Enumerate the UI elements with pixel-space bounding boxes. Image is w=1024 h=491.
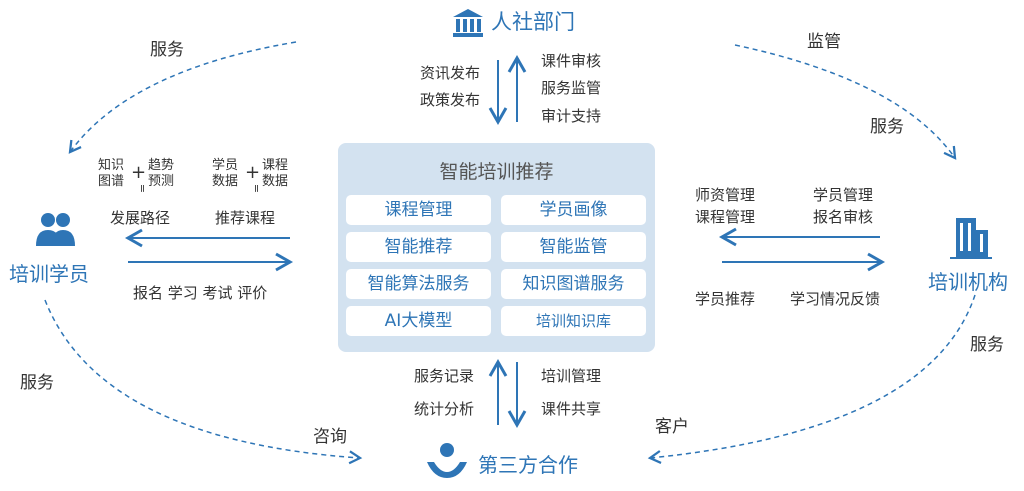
arc-label: 监管 [807, 32, 841, 52]
dashed-arc [647, 294, 976, 464]
gov-down-item: 资讯发布 [420, 64, 481, 82]
student-actions: 报名 学习 考试 评价 [133, 284, 268, 302]
building-icon [948, 214, 994, 264]
arc-label: 咨询 [313, 427, 347, 447]
formula-result: 推荐课程 [215, 209, 276, 227]
formula-term: 课程 数据 [262, 158, 289, 189]
formula-term: 学员 数据 [212, 158, 239, 189]
gov-down-item: 政策发布 [420, 91, 481, 109]
government-building-icon [452, 8, 484, 42]
dashed-arc [44, 299, 363, 465]
plus-sign: + [131, 162, 147, 183]
center-panel: 智能培训推荐 课程管理 学员画像 智能推荐 智能监管 智能算法服务 知识图谱服务… [338, 143, 655, 352]
module-knowledge-base: 培训知识库 [501, 306, 646, 336]
dashed-arc [68, 41, 297, 154]
node-gov-label: 人社部门 [491, 10, 575, 34]
equals-sign: = [250, 183, 264, 194]
node-student-label: 培训学员 [9, 262, 89, 286]
institution-item: 课程管理 [695, 208, 756, 226]
module-smart-supervision: 智能监管 [501, 232, 646, 262]
institution-feedback: 学员推荐 [695, 290, 756, 308]
formula-result: 发展路径 [110, 209, 171, 227]
gov-up-item: 课件审核 [541, 52, 602, 70]
arc-label: 服务 [150, 40, 184, 60]
node-institution-label: 培训机构 [928, 270, 1008, 294]
node-third-party-label: 第三方合作 [478, 453, 578, 477]
arc-label: 客户 [655, 417, 689, 437]
third-down-item: 培训管理 [541, 367, 602, 385]
module-ai-model: AI大模型 [346, 306, 491, 336]
institution-feedback: 学习情况反馈 [790, 290, 881, 308]
users-icon [34, 210, 76, 252]
handshake-icon [424, 440, 470, 484]
third-down-item: 课件共享 [541, 400, 602, 418]
plus-sign: + [245, 162, 261, 183]
gov-up-item: 审计支持 [541, 107, 602, 125]
institution-item: 师资管理 [695, 186, 756, 204]
module-knowledge-graph: 知识图谱服务 [501, 269, 646, 299]
third-up-item: 统计分析 [414, 400, 475, 418]
module-student-profile: 学员画像 [501, 195, 646, 225]
institution-item: 报名审核 [813, 208, 874, 226]
third-up-item: 服务记录 [414, 367, 475, 385]
module-course-management: 课程管理 [346, 195, 491, 225]
module-smart-recommend: 智能推荐 [346, 232, 491, 262]
formula-term: 知识 图谱 [98, 158, 125, 189]
formula-term: 趋势 预测 [148, 158, 175, 189]
dashed-arc [734, 44, 957, 160]
equals-sign: = [136, 183, 150, 194]
arc-label: 服务 [970, 335, 1004, 355]
institution-item: 学员管理 [813, 186, 874, 204]
arc-label: 服务 [870, 117, 904, 137]
gov-up-item: 服务监管 [541, 79, 602, 97]
center-title: 智能培训推荐 [439, 161, 554, 183]
module-algorithm-service: 智能算法服务 [346, 269, 491, 299]
arc-label: 服务 [20, 373, 54, 393]
